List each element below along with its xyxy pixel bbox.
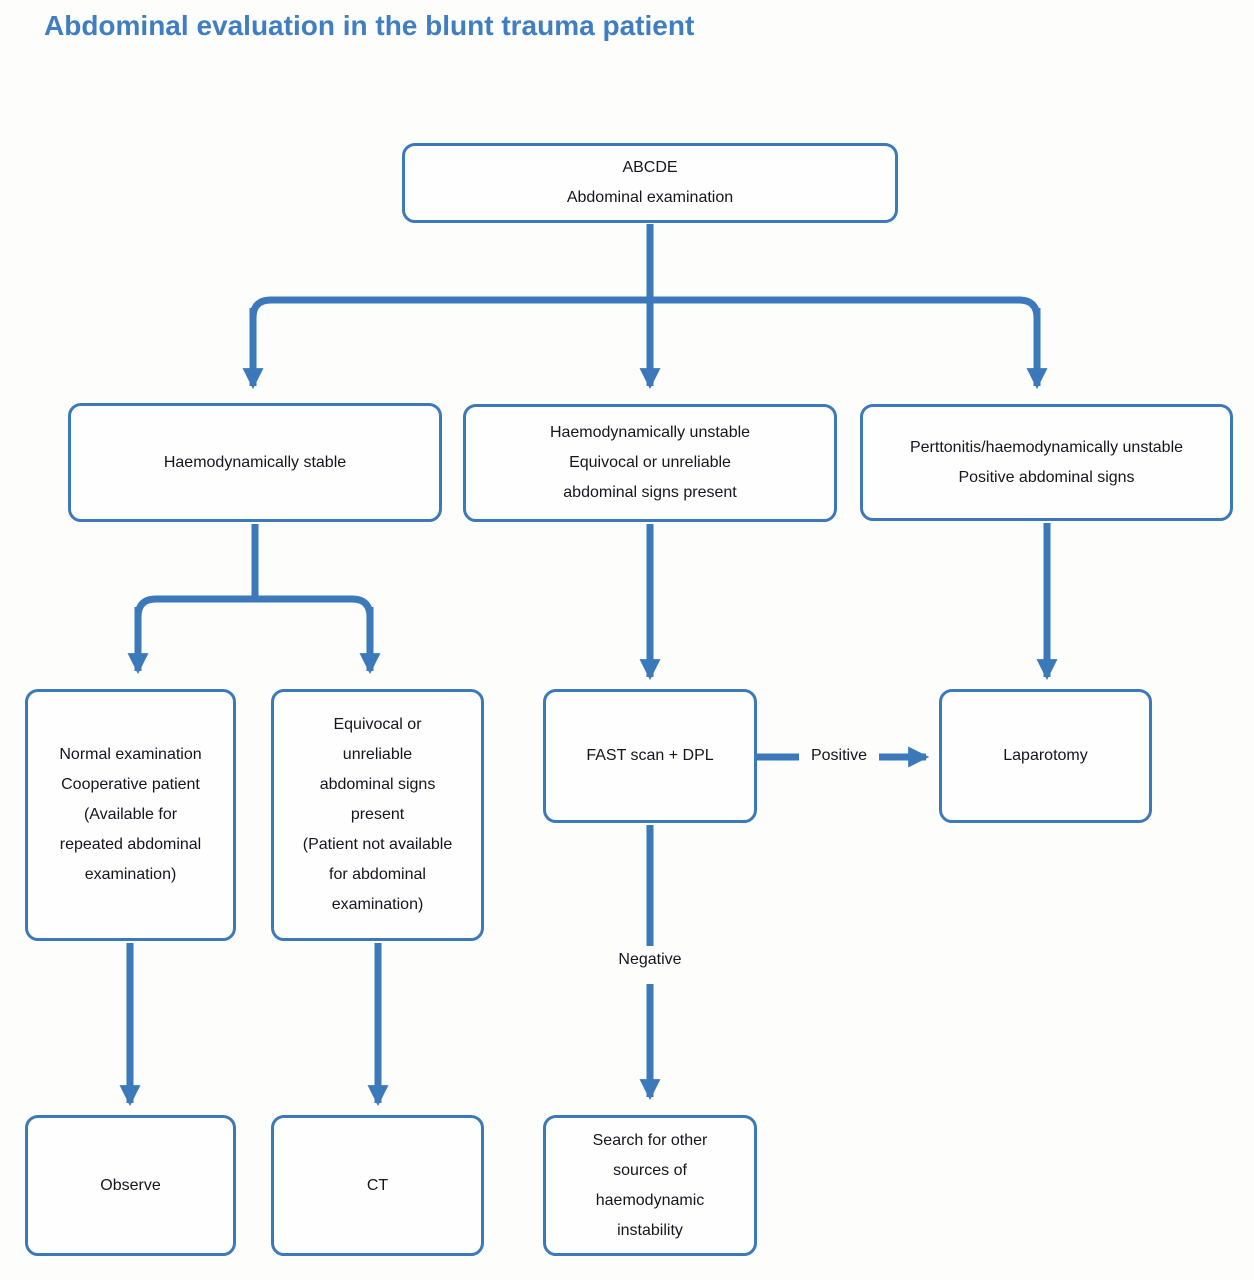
node-unstable-line: Equivocal or unreliable [569, 454, 731, 471]
node-normal-exam-line: examination) [84, 866, 177, 883]
node-equivocal-line: present [350, 806, 405, 823]
node-normal-examination: Normal examination Cooperative patient (… [25, 689, 236, 941]
node-unstable-line: Haemodynamically unstable [549, 424, 751, 441]
edge-label-positive: Positive [810, 747, 868, 764]
node-ct-line: CT [366, 1176, 389, 1194]
node-equivocal-line: (Patient not available [302, 836, 453, 853]
node-fast-line: FAST scan + DPL [586, 747, 714, 764]
node-search-line: sources of [613, 1161, 687, 1179]
node-haemodynamically-unstable: Haemodynamically unstable Equivocal or u… [463, 404, 837, 522]
node-observe-line: Observe [100, 1176, 161, 1194]
node-stable-line: Haemodynamically stable [163, 453, 347, 471]
node-peritonitis-line: Positive abdominal signs [958, 468, 1135, 486]
node-search-line: haemodynamic [595, 1191, 705, 1209]
node-fast-scan-dpl: FAST scan + DPL [543, 689, 757, 823]
node-laparotomy: Laparotomy [939, 689, 1152, 823]
node-normal-exam-line: (Available for [83, 806, 178, 823]
edge-level2-bar [134, 595, 374, 618]
edge-label-negative: Negative [618, 951, 682, 968]
node-equivocal-line: examination) [331, 896, 424, 913]
node-abcde-line: Abdominal examination [566, 189, 734, 206]
node-normal-exam-line: repeated abdominal [59, 836, 202, 853]
diagram-title: Abdominal evaluation in the blunt trauma… [44, 10, 695, 41]
node-equivocal-signs: Equivocal or unreliable abdominal signs … [271, 689, 484, 941]
node-observe: Observe [25, 1115, 236, 1256]
node-haemodynamically-stable: Haemodynamically stable [68, 403, 442, 522]
node-abcde-line: ABCDE [622, 159, 678, 176]
node-normal-exam-line: Normal examination [59, 746, 202, 763]
node-abcde: ABCDE Abdominal examination [402, 143, 898, 223]
node-search-line: Search for other [592, 1131, 708, 1149]
node-peritonitis-line: Perttonitis/haemodynamically unstable [909, 438, 1184, 456]
node-equivocal-line: abdominal signs [319, 776, 436, 793]
node-normal-exam-line: Cooperative patient [61, 776, 200, 793]
node-equivocal-line: unreliable [342, 746, 413, 763]
node-unstable-line: abdominal signs present [563, 484, 737, 501]
node-laparotomy-line: Laparotomy [1003, 747, 1088, 764]
node-peritonitis-unstable: Perttonitis/haemodynamically unstable Po… [860, 404, 1233, 521]
node-search-line: instability [617, 1221, 683, 1239]
node-equivocal-line: Equivocal or [333, 716, 422, 733]
edge-level1-bar [249, 296, 1041, 319]
node-equivocal-line: for abdominal [329, 866, 426, 883]
node-ct: CT [271, 1115, 484, 1256]
node-search-other-sources: Search for other sources of haemodynamic… [543, 1115, 757, 1256]
